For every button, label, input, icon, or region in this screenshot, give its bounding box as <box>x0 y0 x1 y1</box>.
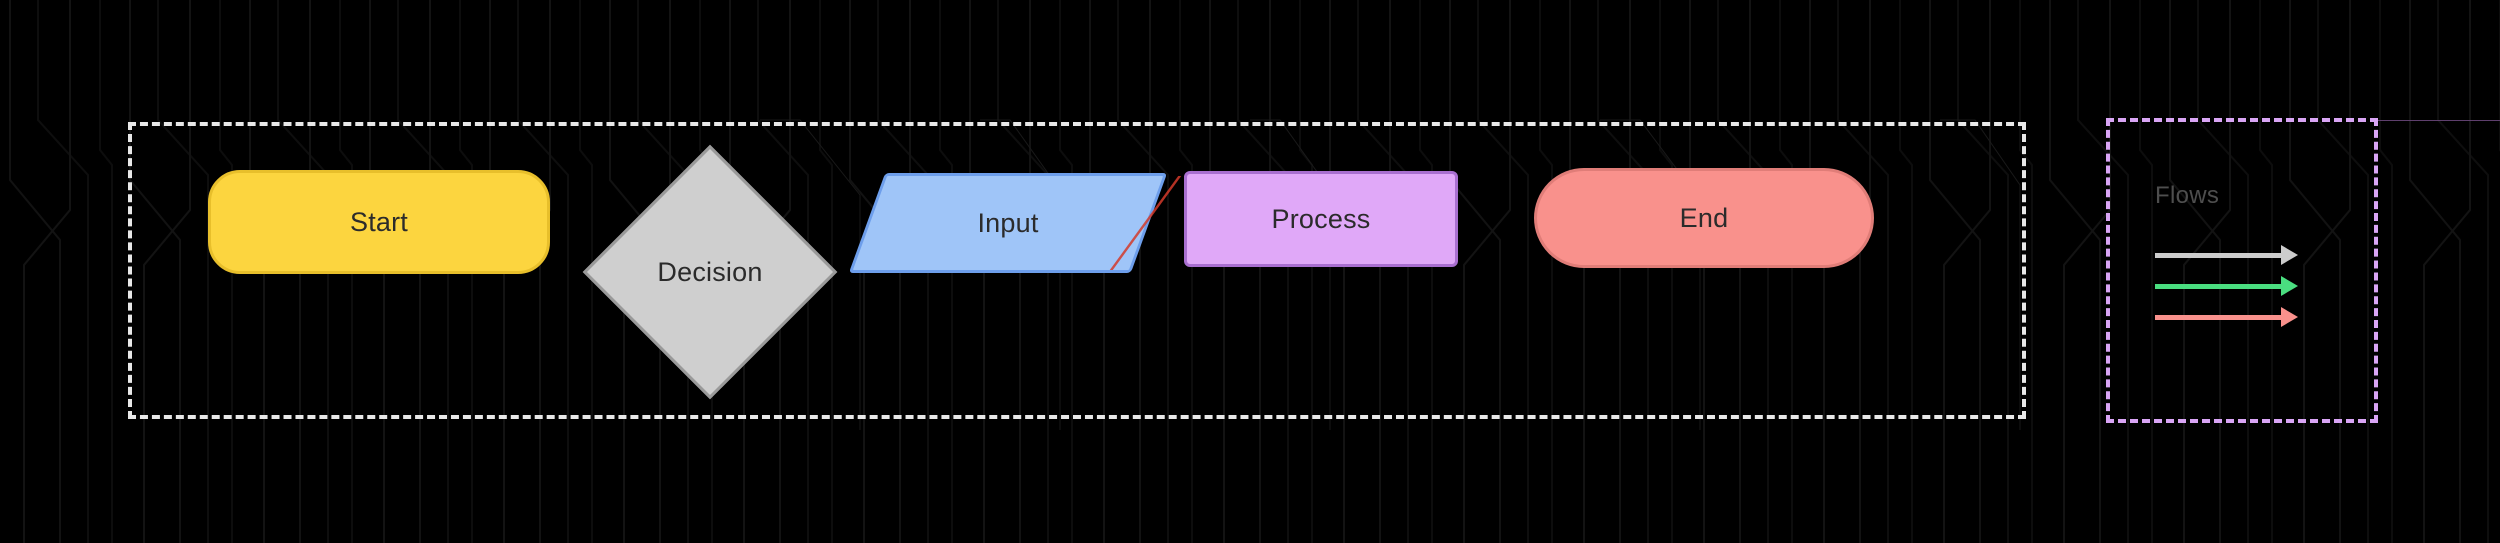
node-row: Start Decision Input Process End <box>132 126 2022 415</box>
node-process-label: Process <box>1271 203 1371 234</box>
legend-flows-container[interactable]: Flows <box>2106 118 2378 423</box>
legend-items <box>2155 242 2315 335</box>
legend-line-default <box>2155 253 2283 258</box>
shapes-group-container[interactable]: Start Decision Input Process End <box>128 122 2026 419</box>
legend-item-flow-error[interactable] <box>2155 304 2315 335</box>
legend-item-flow-default[interactable] <box>2155 242 2315 273</box>
arrow-right-icon <box>2281 245 2298 265</box>
node-input-label: Input <box>977 207 1039 238</box>
node-end[interactable]: End <box>1534 168 1874 268</box>
node-end-label: End <box>1679 202 1729 233</box>
arrow-right-icon <box>2281 307 2298 327</box>
node-decision-label: Decision <box>657 256 763 287</box>
node-start[interactable]: Start <box>208 170 550 274</box>
node-decision[interactable]: Decision <box>582 144 838 400</box>
legend-line-success <box>2155 284 2283 289</box>
legend-item-flow-success[interactable] <box>2155 273 2315 304</box>
right-edge-rule <box>2378 120 2500 121</box>
node-process[interactable]: Process <box>1184 171 1458 267</box>
legend-title: Flows <box>2155 182 2220 209</box>
arrow-right-icon <box>2281 276 2298 296</box>
node-start-label: Start <box>349 206 409 237</box>
node-input[interactable]: Input <box>848 173 1182 273</box>
legend-line-error <box>2155 315 2283 320</box>
